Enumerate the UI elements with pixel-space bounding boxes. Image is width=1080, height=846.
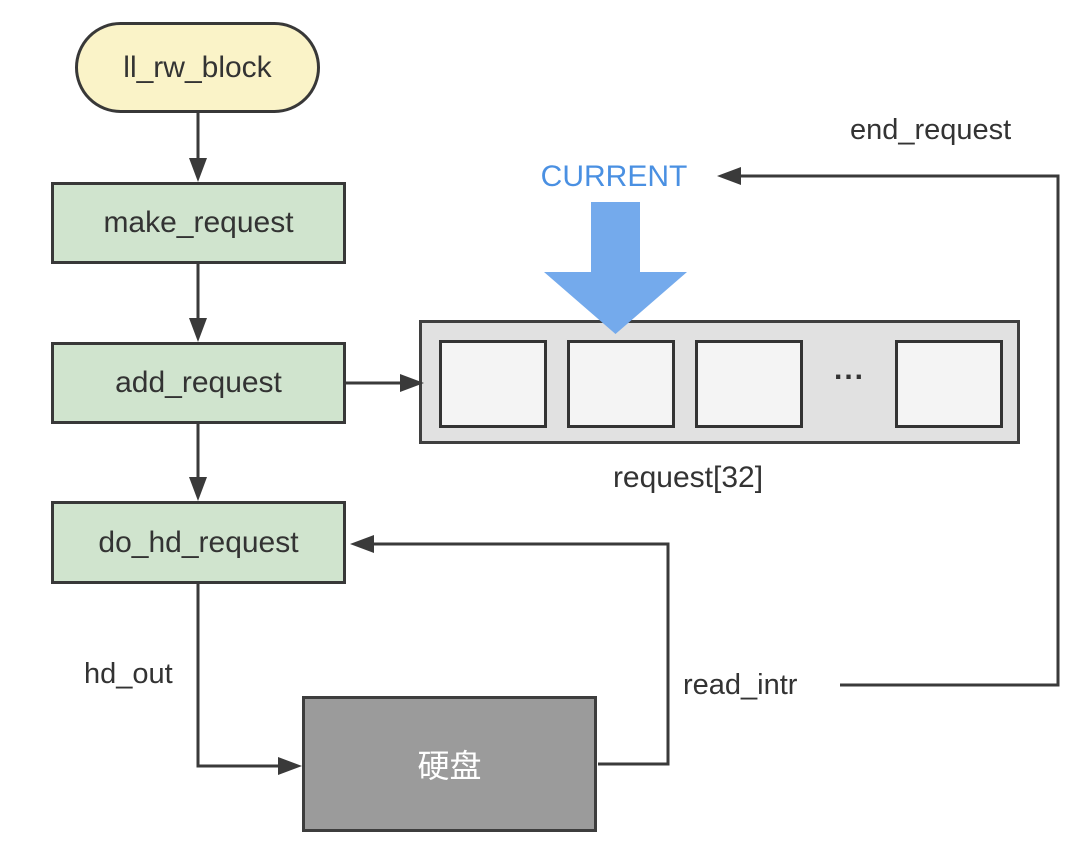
node-hard-disk-label: 硬盘 [417, 748, 482, 784]
node-add-request: add_request [51, 342, 346, 424]
node-ll-rw-block-label: ll_rw_block [123, 50, 272, 84]
arrowhead-down-icon [189, 318, 207, 342]
request-cell [695, 340, 803, 428]
edge-hd-out [196, 584, 279, 768]
node-make-request-label: make_request [103, 206, 294, 239]
read-intr-label: read_intr [683, 669, 798, 701]
node-do-hd-request: do_hd_request [51, 501, 346, 584]
current-arrow-icon [544, 202, 687, 334]
arrowhead-down-icon [189, 158, 207, 182]
request-array-label: request[32] [612, 461, 764, 494]
arrowhead-down-icon [189, 477, 207, 501]
current-pointer-label: CURRENT [540, 160, 688, 193]
request-cell [567, 340, 675, 428]
request-array: ... [419, 320, 1020, 444]
node-add-request-label: add_request [115, 366, 282, 399]
request-cell [439, 340, 547, 428]
hd-out-label: hd_out [84, 658, 173, 690]
arrowhead-right-icon [278, 757, 302, 775]
request-cell [895, 340, 1003, 428]
array-ellipsis: ... [833, 353, 865, 386]
end-request-label: end_request [850, 114, 1012, 146]
node-ll-rw-block: ll_rw_block [75, 22, 320, 113]
node-do-hd-request-label: do_hd_request [98, 525, 299, 559]
node-make-request: make_request [51, 182, 346, 264]
arrowhead-left-icon [350, 535, 374, 553]
node-hard-disk: 硬盘 [302, 696, 597, 832]
arrowhead-left-icon [717, 167, 741, 185]
